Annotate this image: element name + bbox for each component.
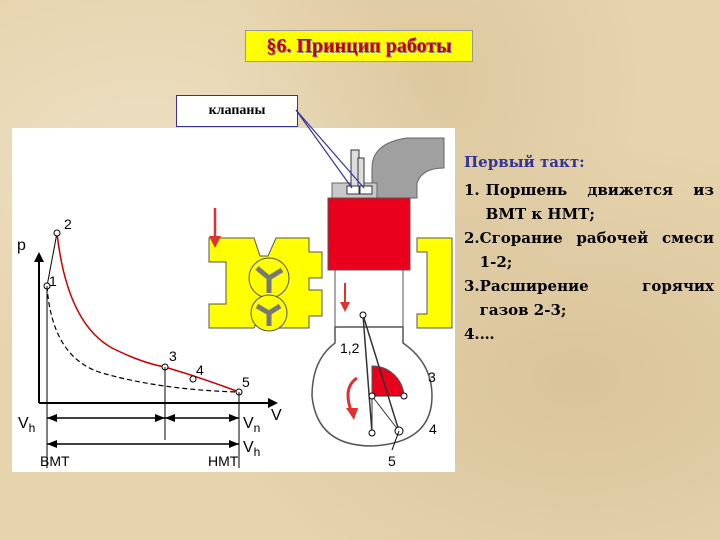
step-2: 2. Сгорание рабочей смеси 1-2; <box>464 229 714 271</box>
engine-label-5: 5 <box>388 453 396 469</box>
pv-diagram: p V 1 2 3 4 5 Vh Vn <box>17 216 282 469</box>
bmt-label: ВМТ <box>40 453 70 469</box>
nmt-label: НМТ <box>208 453 239 469</box>
stroke-description: Первый такт: 1. Поршень движется из ВМТ … <box>464 150 714 346</box>
point-5-label: 5 <box>242 374 250 390</box>
engine-label-3: 3 <box>428 369 436 385</box>
point-4-label: 4 <box>196 362 204 378</box>
vn-label: Vn <box>243 415 260 435</box>
stroke-heading: Первый такт: <box>464 153 585 171</box>
point-1-label: 1 <box>49 273 57 289</box>
engine-schematic: 1,2 3 4 5 <box>208 137 453 469</box>
slide-title: §6. Принцип работы <box>245 30 473 62</box>
valves-label: клапаны <box>176 95 298 127</box>
axis-p-label: p <box>17 237 26 254</box>
point-3-label: 3 <box>169 348 177 364</box>
step-4: 4. … <box>464 325 495 343</box>
step-3: 3. Расширение горячих газов 2-3; <box>464 277 714 319</box>
engine-label-4: 4 <box>429 421 437 437</box>
axis-v-label: V <box>271 407 282 424</box>
engine-label-12: 1,2 <box>340 340 360 356</box>
step-1: 1. Поршень движется из ВМТ к НМТ; <box>464 181 714 223</box>
engine-diagram: p V 1 2 3 4 5 Vh Vn <box>12 128 455 472</box>
vh-label: Vh <box>243 439 260 459</box>
vh-prime-label: Vh <box>18 415 35 435</box>
point-2-label: 2 <box>64 216 72 232</box>
